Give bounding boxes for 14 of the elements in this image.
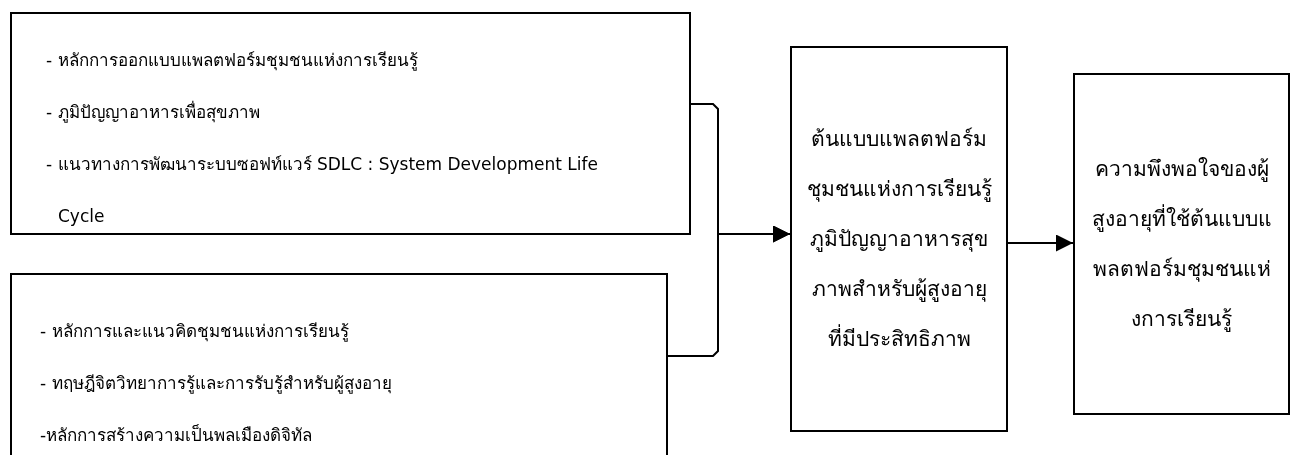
- concept-box: [10, 12, 691, 235]
- bullet-text: -หลักการสร้างความเป็นพลเมืองดิจิทัล: [40, 423, 314, 447]
- box-text: ความพึงพอใจของผู้สูงอายุที่ใช้ต้นแบบแพลตฟอร์มชุมชนแห่งการเรียนรู้: [1090, 156, 1273, 334]
- box-text: ต้นแบบแพลตฟอร์มชุมชนแห่งการเรียนรู้ภูมิปัญญาอาหารสุขภาพสำหรับผู้สูงอายุที่มีประสิทธิภาพ: [806, 126, 992, 353]
- arrow: [667, 225, 791, 357]
- process-box: [1073, 73, 1290, 415]
- bullet-text: - หลักการและแนวคิดชุมชนแห่งการเรียนรู้: [40, 320, 350, 344]
- concept-box: [10, 273, 668, 455]
- process-box: [790, 46, 1008, 432]
- bullet-text: - แนวทางการพัฒนาระบบซอฟท์แวร์ SDLC : System Development Life Cycle: [46, 153, 599, 228]
- bullet-text: - ทฤษฎีจิตวิทยาการรู้และการรับรู้สำหรับผู้สูงอายุ: [40, 372, 393, 396]
- bullet-text: - หลักการออกแบบแพลตฟอร์มชุมชนแห่งการเรียนรู้: [46, 49, 419, 73]
- bullet-text: - ภูมิปัญญาอาหารเพื่อสุขภาพ: [46, 99, 261, 125]
- arrow: [1007, 234, 1074, 252]
